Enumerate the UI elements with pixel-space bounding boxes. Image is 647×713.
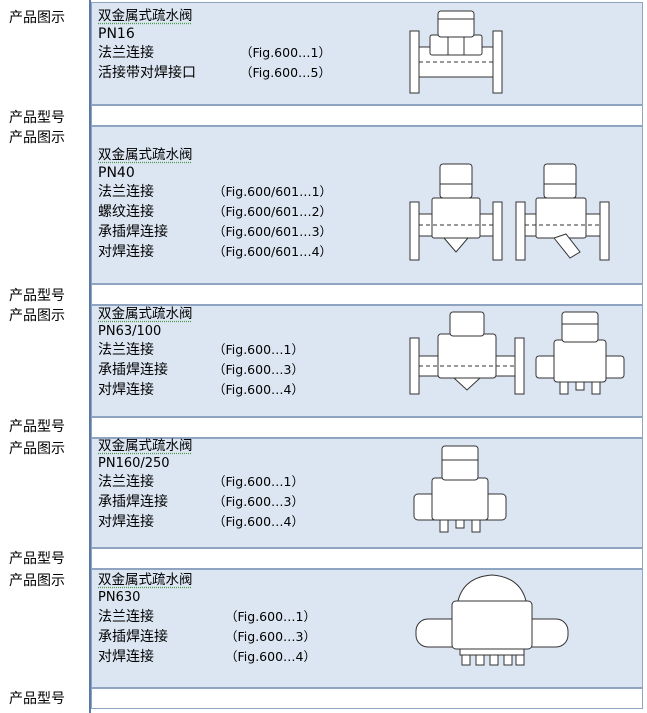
- section-4-model-cell: [91, 548, 643, 569]
- column-divider: [89, 0, 91, 713]
- section-1-pn: PN16: [98, 26, 135, 42]
- steam-trap-flanged-drawing: [408, 162, 504, 262]
- section-4-spec-3: 对焊连接（Fig.600…4）: [98, 514, 304, 530]
- section-2-spec-3: 承插焊连接（Fig.600/601…3）: [98, 224, 333, 240]
- label-product-model: 产品型号: [9, 419, 65, 435]
- section-4-title: 双金属式疏水阀: [98, 438, 193, 454]
- steam-trap-flanged-drawing: [408, 310, 526, 396]
- section-1-spec-2: 活接带对焊接口（Fig.600…5）: [98, 65, 331, 81]
- section-2-spec-1: 法兰连接（Fig.600/601…1）: [98, 184, 333, 200]
- label-product-image: 产品图示: [9, 130, 65, 146]
- section-1-image-cell: [91, 2, 643, 105]
- section-3-spec-1: 法兰连接（Fig.600…1）: [98, 342, 304, 358]
- label-product-image: 产品图示: [9, 308, 65, 324]
- section-5-model-cell: [91, 688, 643, 709]
- steam-trap-flanged-drawing: [408, 7, 504, 97]
- section-3-spec-3: 对焊连接（Fig.600…4）: [98, 382, 304, 398]
- section-3-text: 双金属式疏水阀 PN63/100 法兰连接（Fig.600…1） 承插焊连接（F…: [98, 306, 304, 400]
- section-5-pn: PN630: [98, 590, 141, 605]
- section-4-image-cell: [91, 438, 643, 548]
- steam-trap-high-pressure-drawing: [414, 573, 570, 667]
- section-3-spec-2: 承插焊连接（Fig.600…3）: [98, 362, 304, 378]
- section-5-spec-2: 承插焊连接（Fig.600…3）: [98, 629, 316, 645]
- section-2-title: 双金属式疏水阀: [98, 147, 193, 163]
- section-3-pn: PN63/100: [98, 324, 162, 339]
- section-5-title: 双金属式疏水阀: [98, 572, 193, 588]
- section-2-model-cell: [91, 284, 643, 305]
- section-4-spec-1: 法兰连接（Fig.600…1）: [98, 474, 304, 490]
- steam-trap-high-pressure-drawing: [532, 310, 628, 396]
- section-2-pn: PN40: [98, 165, 135, 181]
- section-1-text: 双金属式疏水阀 PN16 法兰连接（Fig.600…1） 活接带对焊接口（Fig…: [98, 7, 331, 83]
- section-2-spec-2: 螺纹连接（Fig.600/601…2）: [98, 204, 333, 220]
- label-product-model: 产品型号: [9, 110, 65, 126]
- label-product-image: 产品图示: [9, 441, 65, 457]
- label-product-model: 产品型号: [9, 551, 65, 567]
- section-1-spec-1: 法兰连接（Fig.600…1）: [98, 45, 331, 61]
- section-2-text: 双金属式疏水阀 PN40 法兰连接（Fig.600/601…1） 螺纹连接（Fi…: [98, 146, 332, 262]
- section-5-text: 双金属式疏水阀 PN630 法兰连接（Fig.600…1） 承插焊连接（Fig.…: [98, 571, 316, 667]
- steam-trap-high-pressure-drawing: [412, 444, 508, 534]
- label-product-model: 产品型号: [9, 288, 65, 304]
- steam-trap-y-strainer-drawing: [514, 162, 612, 262]
- label-product-image: 产品图示: [9, 10, 65, 26]
- section-4-pn: PN160/250: [98, 456, 170, 471]
- section-1-title: 双金属式疏水阀: [98, 8, 193, 24]
- section-3-model-cell: [91, 417, 643, 438]
- section-3-title: 双金属式疏水阀: [98, 306, 193, 322]
- section-1-model-cell: [91, 105, 643, 126]
- label-product-model: 产品型号: [9, 691, 65, 707]
- section-4-spec-2: 承插焊连接（Fig.600…3）: [98, 494, 304, 510]
- section-5-spec-3: 对焊连接（Fig.600…4）: [98, 649, 316, 665]
- section-2-spec-4: 对焊连接（Fig.600/601…4）: [98, 244, 333, 260]
- section-5-spec-1: 法兰连接（Fig.600…1）: [98, 609, 316, 625]
- label-product-image: 产品图示: [9, 573, 65, 589]
- section-4-text: 双金属式疏水阀 PN160/250 法兰连接（Fig.600…1） 承插焊连接（…: [98, 438, 304, 532]
